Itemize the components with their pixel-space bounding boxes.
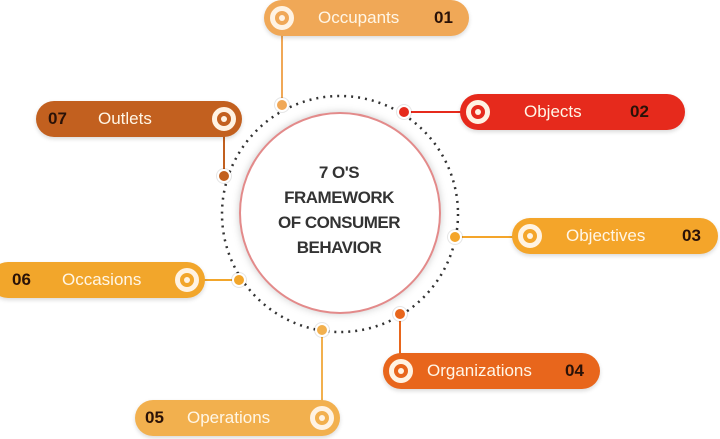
title-line: FRAMEWORK [284,188,394,207]
dotted-ring [220,94,460,334]
target-icon [270,6,294,30]
item-label: Outlets [98,109,152,128]
item-number: 06 [12,270,31,289]
item-number: 05 [145,408,164,427]
node-dot-01 [275,98,289,112]
title-line: OF CONSUMER [278,213,401,232]
item-outlets: 07 Outlets [36,101,242,137]
node-dot-07 [217,169,231,183]
item-operations: 05 Operations [135,400,340,436]
item-objects: Objects 02 [460,94,685,130]
title-line: BEHAVIOR [296,238,382,257]
item-number: 01 [434,8,453,27]
node-dot-05 [315,323,329,337]
target-icon [212,107,236,131]
item-occupants: Occupants 01 [264,0,469,36]
item-number: 03 [682,226,701,245]
framework-title: 7 O'S FRAMEWORK OF CONSUMER BEHAVIOR [259,160,419,260]
item-organizations: Organizations 04 [383,353,600,389]
item-label: Occupants [318,8,400,27]
target-icon [518,224,542,248]
node-dot-02 [397,105,411,119]
target-icon [466,100,490,124]
item-label: Occasions [62,270,142,289]
node-dot-03 [448,230,462,244]
item-number: 04 [565,361,584,380]
item-label: Objectives [566,226,646,245]
target-icon [175,268,199,292]
target-icon [310,406,334,430]
node-dot-04 [393,307,407,321]
center-circle [239,112,441,314]
target-icon [389,359,413,383]
title-line: 7 O'S [318,163,360,182]
item-label: Operations [187,408,271,427]
item-label: Objects [524,102,582,121]
item-occasions: 06 Occasions [0,262,205,298]
item-objectives: Objectives 03 [512,218,718,254]
item-number: 02 [630,102,649,121]
item-label: Organizations [427,361,532,380]
node-dot-06 [232,273,246,287]
item-number: 07 [48,109,67,128]
